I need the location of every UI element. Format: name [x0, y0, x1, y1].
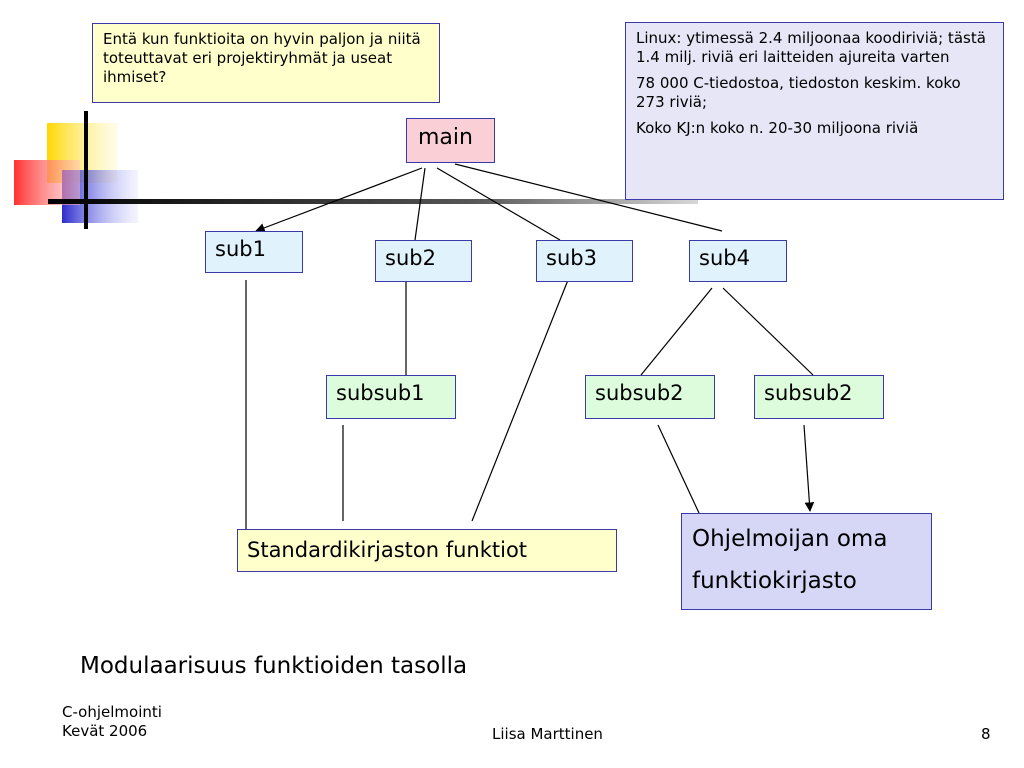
footer-course: C-ohjelmointi Kevät 2006 [62, 703, 162, 741]
own-library-line-1: Ohjelmoijan oma [692, 526, 888, 552]
deco-horizontal-bar [48, 199, 698, 204]
edge-subsub2-right-ownlib [803, 424, 815, 512]
question-note-text: Entä kun funktioita on hyvin paljon ja n… [103, 30, 421, 86]
footer-course-name: C-ohjelmointi [62, 703, 162, 721]
edge-main-sub2 [414, 167, 426, 241]
question-note: Entä kun funktioita on hyvin paljon ja n… [92, 23, 440, 103]
node-subsub1: subsub1 [326, 375, 456, 419]
edge-main-sub4 [454, 163, 723, 232]
node-sub2: sub2 [375, 240, 472, 282]
edge-main-sub3 [436, 167, 561, 241]
node-sub4: sub4 [689, 240, 787, 282]
deco-vertical-bar [84, 111, 88, 229]
edge-sub3-stdlib [471, 279, 569, 522]
linux-stats-note: Linux: ytimessä 2.4 miljoonaa koodiriviä… [625, 22, 1004, 200]
node-sub3: sub3 [536, 240, 633, 282]
edge-sub4-subsub2-left [640, 287, 713, 376]
own-library-line-2: funktiokirjasto [692, 568, 857, 594]
linux-stats-line-3: Koko KJ:n koko n. 20-30 miljoona riviä [636, 119, 919, 137]
node-sub1: sub1 [205, 231, 303, 273]
footer-author: Liisa Marttinen [492, 725, 603, 743]
linux-stats-line-2: 78 000 C-tiedostoa, tiedoston keskim. ko… [636, 74, 961, 111]
edge-sub4-subsub2-right [722, 287, 814, 376]
edge-subsub2-left-ownlib [657, 424, 700, 514]
footer-term: Kevät 2006 [62, 722, 148, 740]
node-own-library: Ohjelmoijan oma funktiokirjasto [681, 513, 932, 610]
deco-red-square [14, 160, 80, 205]
linux-stats-line-1: Linux: ytimessä 2.4 miljoonaa koodiriviä… [636, 29, 986, 66]
node-subsub2-right: subsub2 [754, 375, 884, 419]
slide-title: Modulaarisuus funktioiden tasolla [80, 653, 468, 679]
node-main: main [406, 118, 495, 163]
footer-page-number: 8 [981, 725, 991, 743]
edge-main-sub1 [255, 167, 423, 233]
node-standard-library: Standardikirjaston funktiot [237, 529, 617, 572]
node-subsub2-left: subsub2 [585, 375, 715, 419]
